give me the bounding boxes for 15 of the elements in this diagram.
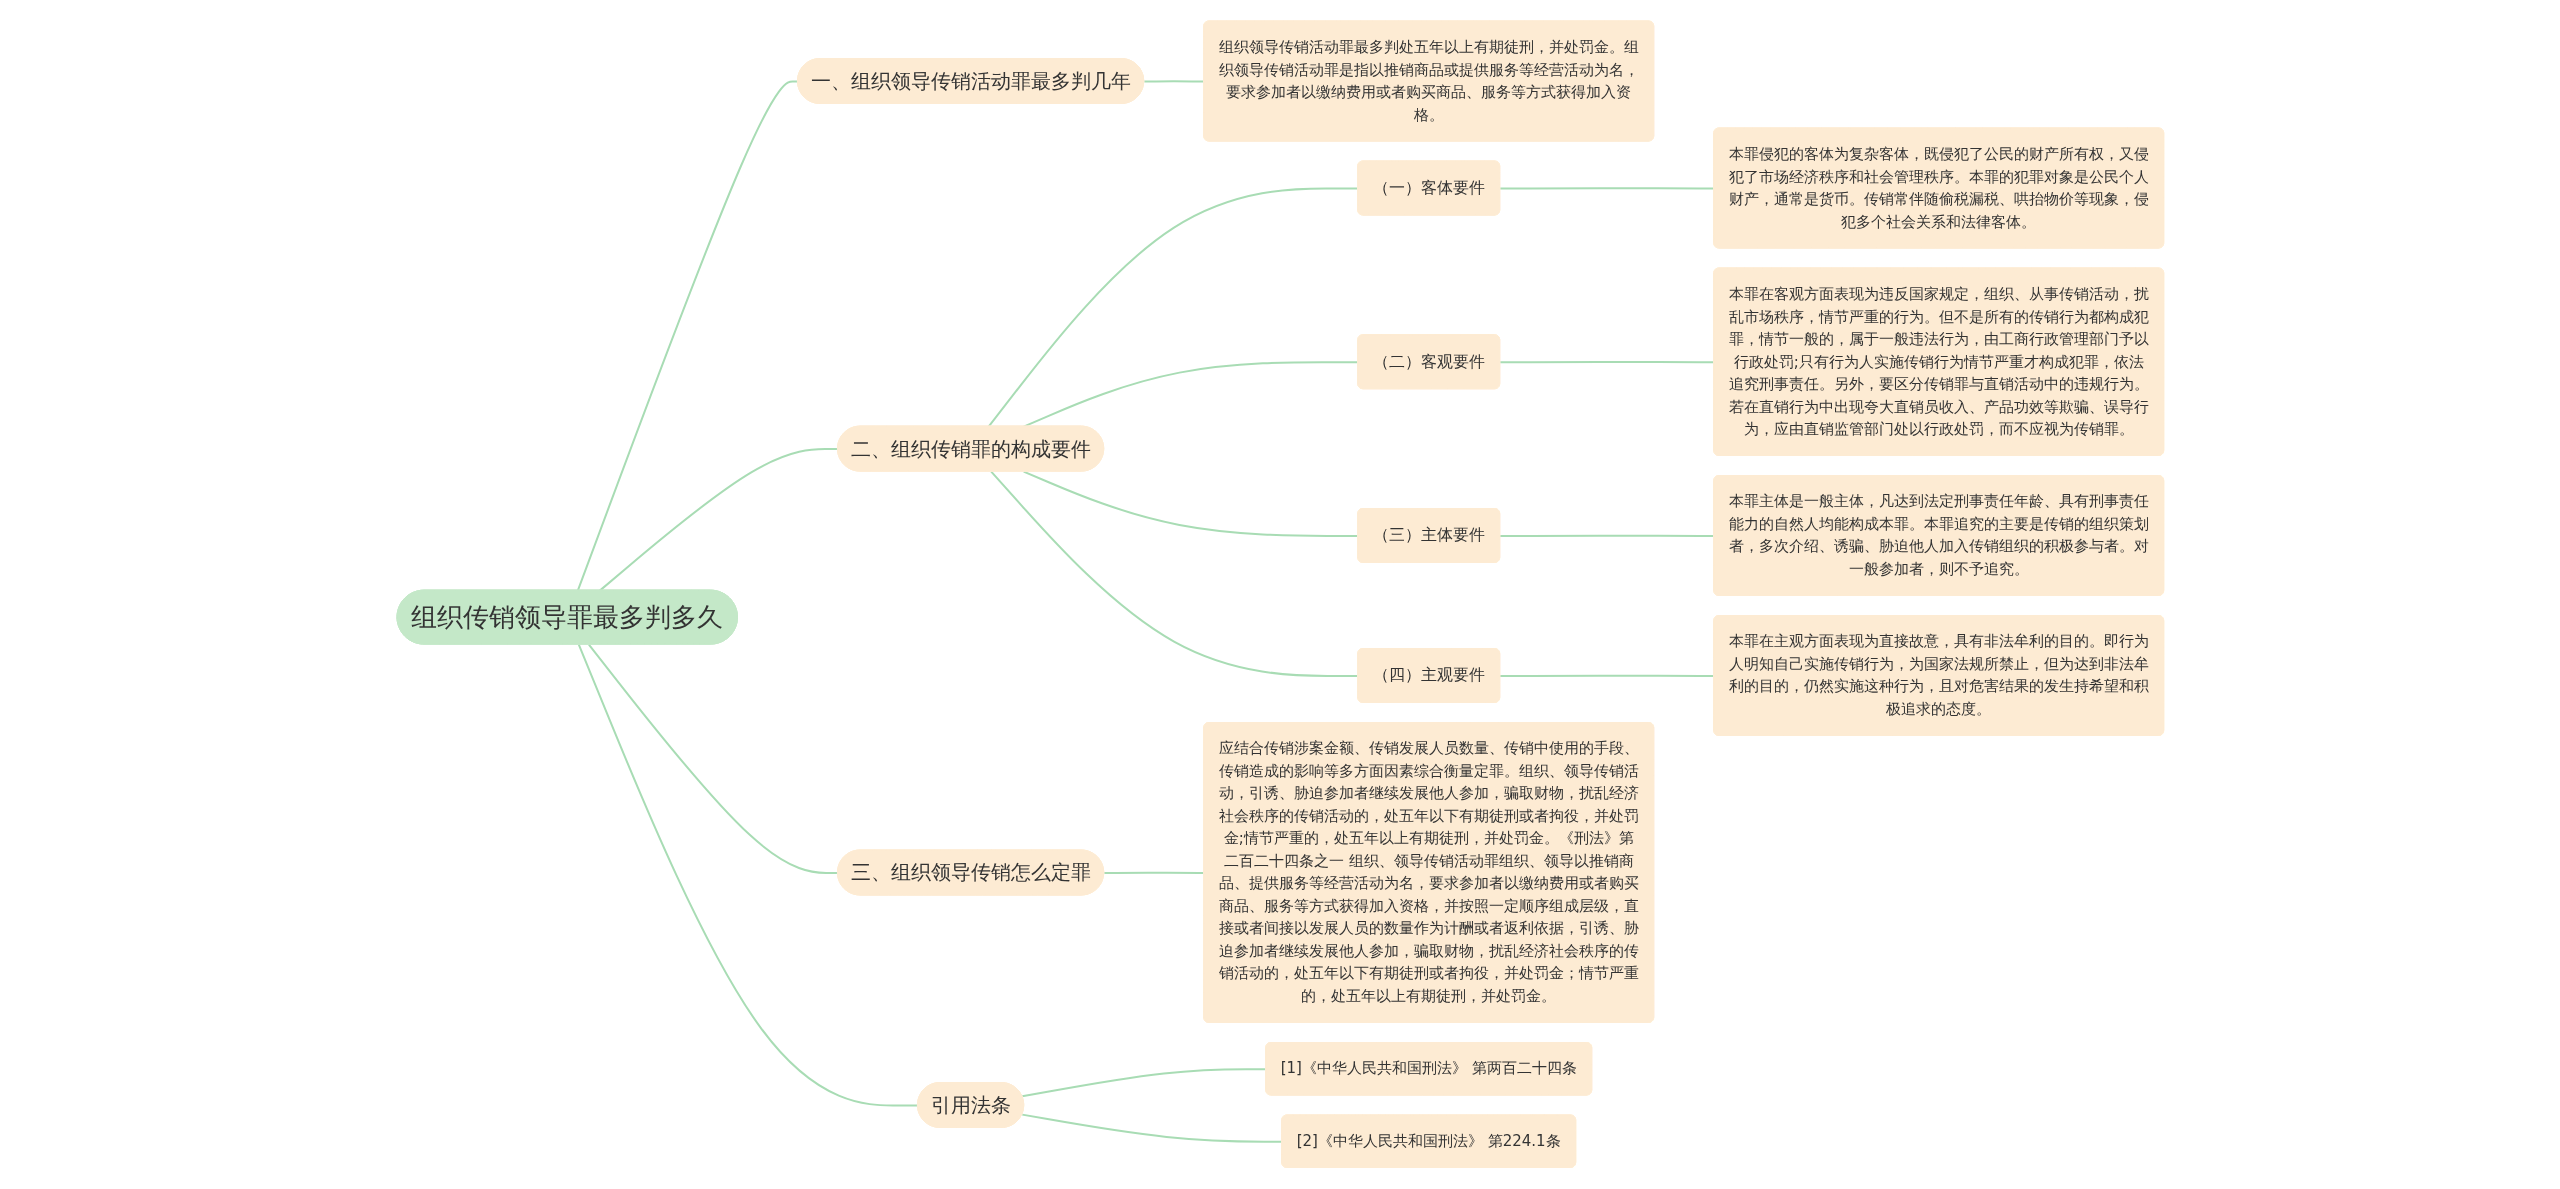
connector xyxy=(1102,871,1205,875)
connector xyxy=(1022,470,1359,538)
connector xyxy=(1498,361,1715,364)
connector xyxy=(1020,1113,1283,1143)
connector xyxy=(1498,674,1715,678)
connector xyxy=(1142,80,1205,83)
connector xyxy=(598,448,839,592)
connector xyxy=(987,187,1359,428)
connector xyxy=(1498,534,1715,538)
connector xyxy=(576,80,799,592)
connector xyxy=(577,643,919,1107)
connector xyxy=(989,470,1359,678)
connector xyxy=(1498,187,1715,190)
connector xyxy=(1020,1068,1267,1098)
connector xyxy=(587,643,839,875)
